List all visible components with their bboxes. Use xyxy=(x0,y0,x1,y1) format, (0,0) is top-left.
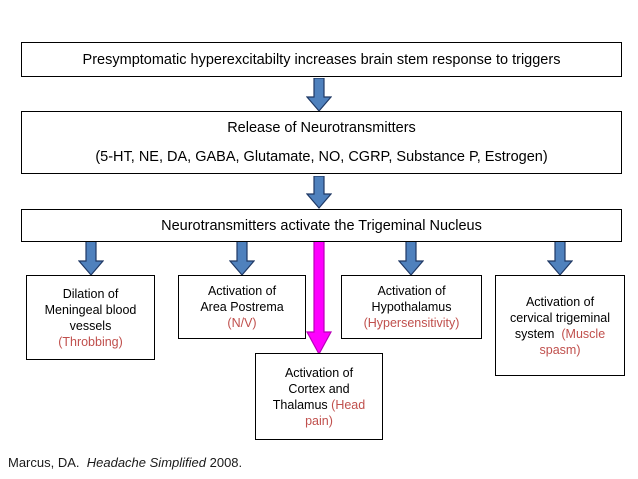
node-activation-area-postrema: Activation of Area Postrema (N/V) xyxy=(178,275,306,339)
node-text-line-2: Area Postrema xyxy=(200,300,284,314)
arrow-top-to-release xyxy=(306,78,332,112)
citation-author: Marcus, DA. xyxy=(8,455,80,470)
node-symptom-label-part-2: spasm) xyxy=(539,342,581,357)
node-symptom-label-part-1: (Head xyxy=(331,397,366,412)
node-symptom-label-part-1: (Muscle xyxy=(561,326,606,341)
node-text-line-1: Release of Neurotransmitters xyxy=(227,120,416,136)
node-text-line-1: Activation of xyxy=(284,365,354,380)
node-symptom-label-part-2: pain) xyxy=(305,413,333,428)
arrow-release-to-trigeminal xyxy=(306,176,332,209)
node-text-line-3: Thalamus (Head xyxy=(262,397,376,413)
node-text-line-1: Activation of xyxy=(207,284,277,298)
arrow-trigeminal-to-dilation xyxy=(78,241,104,276)
node-symptom-label: (Throbbing) xyxy=(58,334,123,349)
node-text-line-2: Hypothalamus xyxy=(371,300,452,314)
node-activation-cervical-trigeminal-system: Activation of cervical trigeminal system… xyxy=(495,275,625,376)
node-text-line-2: Meningeal blood xyxy=(44,302,137,317)
arrow-trigeminal-to-postrema xyxy=(229,241,255,276)
citation-year: 2008. xyxy=(209,455,243,470)
node-release-of-neurotransmitters: Release of Neurotransmitters (5-HT, NE, … xyxy=(21,111,622,174)
node-text: Presymptomatic hyperexcitabilty increase… xyxy=(82,51,561,68)
node-activation-cortex-thalamus: Activation of Cortex and Thalamus (Head … xyxy=(255,353,383,440)
node-presymptomatic-hyperexcitability: Presymptomatic hyperexcitabilty increase… xyxy=(21,42,622,77)
node-text-line-2: Cortex and xyxy=(288,381,350,396)
citation: Marcus, DA. Headache Simplified 2008. xyxy=(8,455,242,470)
node-text-line-1: Dilation of xyxy=(62,286,119,301)
node-trigeminal-nucleus-activation: Neurotransmitters activate the Trigemina… xyxy=(21,209,622,242)
node-text-line-1: Activation of xyxy=(377,284,446,298)
node-text-line-3: vessels xyxy=(69,318,112,333)
node-activation-hypothalamus: Activation of Hypothalamus (Hypersensiti… xyxy=(341,275,482,339)
arrow-trigeminal-to-cortex xyxy=(306,240,332,355)
node-text-line-2: cervical trigeminal xyxy=(509,310,611,325)
node-text-line-3-prefix: system xyxy=(514,326,555,341)
node-text: Neurotransmitters activate the Trigemina… xyxy=(161,217,482,234)
node-dilation-meningeal-vessels: Dilation of Meningeal blood vessels (Thr… xyxy=(26,275,155,360)
citation-work-title: Headache Simplified xyxy=(86,455,206,470)
node-text-line-3: system (Muscle xyxy=(502,326,618,342)
node-text-line-2: (5-HT, NE, DA, GABA, Glutamate, NO, CGRP… xyxy=(95,149,548,165)
node-symptom-label: (Hypersensitivity) xyxy=(363,316,460,330)
arrow-trigeminal-to-cervical xyxy=(547,241,573,276)
node-text-line-1: Activation of xyxy=(525,294,595,309)
node-symptom-label: (N/V) xyxy=(227,316,257,330)
node-text-line-3-prefix: Thalamus xyxy=(272,397,328,412)
arrow-trigeminal-to-hypothalamus xyxy=(398,241,424,276)
